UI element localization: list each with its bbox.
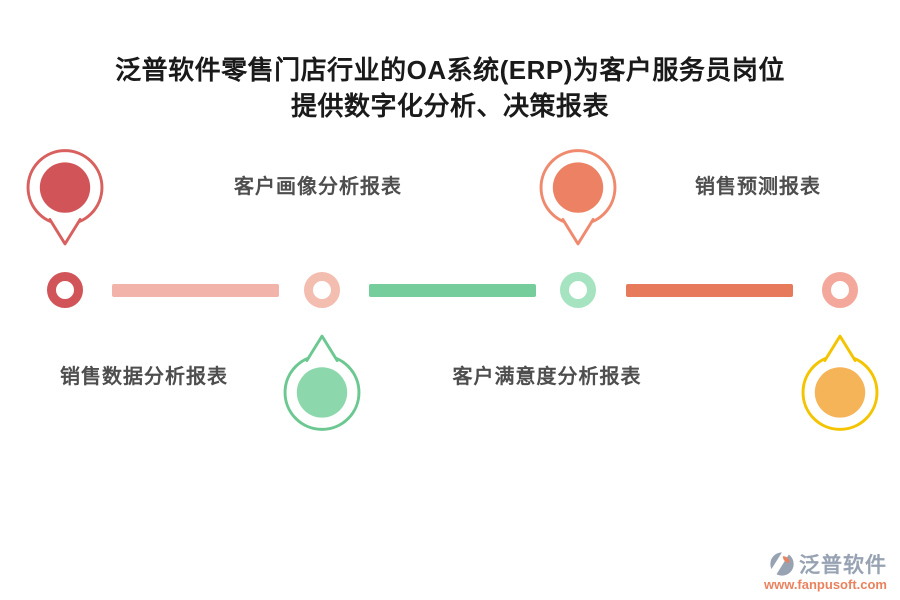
map-pin-icon xyxy=(539,149,617,246)
label-customer-satisfaction-report: 客户满意度分析报表 xyxy=(452,366,642,388)
page-title-line1: 泛普软件零售门店行业的OA系统(ERP)为客户服务员岗位 xyxy=(115,55,785,85)
label-customer-portrait-report: 客户画像分析报表 xyxy=(234,176,402,198)
map-pin-icon xyxy=(801,334,879,431)
timeline-ring-3 xyxy=(560,272,596,308)
brand-name: 泛普软件 xyxy=(799,554,887,577)
timeline-segment-2 xyxy=(369,284,536,297)
timeline-segment-1 xyxy=(112,284,279,297)
brand-logo: 泛普软件 www.fanpusoft.com xyxy=(764,549,887,592)
marker-bubble-orange xyxy=(798,326,882,432)
page-title-line2: 提供数字化分析、决策报表 xyxy=(290,91,609,121)
timeline-ring-2 xyxy=(304,272,340,308)
marker-bubble-red xyxy=(23,148,107,254)
marker-bubble-green xyxy=(280,326,364,432)
map-pin-icon xyxy=(283,334,361,431)
brand-url: www.fanpusoft.com xyxy=(763,577,887,592)
label-sales-data-analysis-report: 销售数据分析报表 xyxy=(60,366,228,388)
marker-bubble-coral xyxy=(536,148,620,254)
timeline-ring-1 xyxy=(47,272,83,308)
label-sales-forecast-report: 销售预测报表 xyxy=(695,176,821,198)
map-pin-icon xyxy=(26,149,104,246)
page-title: 泛普软件零售门店行业的OA系统(ERP)为客户服务员岗位提供数字化分析、决策报表 xyxy=(0,52,900,124)
fanpu-logo-icon xyxy=(768,550,794,578)
timeline-ring-4 xyxy=(822,272,858,308)
timeline-segment-3 xyxy=(626,284,793,297)
